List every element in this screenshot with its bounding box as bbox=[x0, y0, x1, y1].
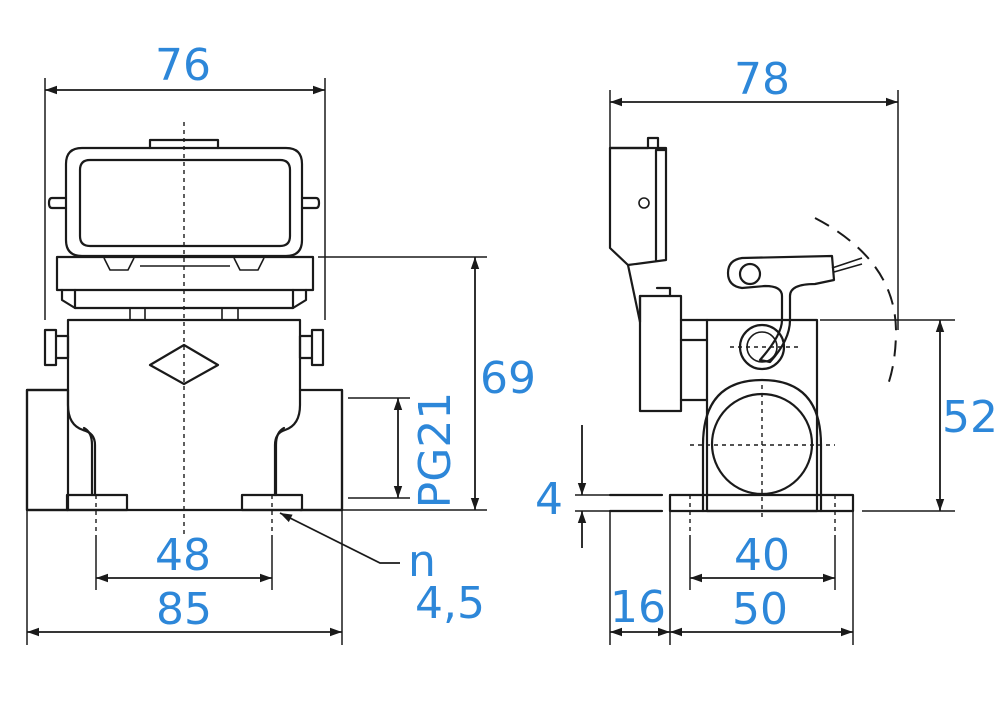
front-cover bbox=[64, 146, 304, 258]
front-diamond-mark bbox=[148, 343, 220, 386]
dim-76-label: 76 bbox=[155, 40, 211, 91]
dim-40-label: 40 bbox=[734, 530, 790, 581]
front-hood-frame bbox=[55, 255, 315, 292]
hole-leader-line bbox=[279, 512, 400, 564]
front-view bbox=[25, 78, 487, 645]
dim-78-label: 78 bbox=[734, 54, 790, 105]
dim-69-label: 69 bbox=[480, 353, 536, 404]
front-latch-right bbox=[310, 328, 325, 367]
front-latch-left bbox=[43, 328, 58, 367]
side-lever bbox=[726, 254, 836, 364]
dim-52-label: 52 bbox=[942, 392, 998, 443]
front-foot-left bbox=[65, 493, 129, 512]
side-view bbox=[575, 90, 955, 645]
side-hood bbox=[608, 146, 668, 267]
dim-pg21-label: PG21 bbox=[410, 392, 461, 509]
dim-85-label: 85 bbox=[156, 584, 212, 635]
hole-diameter-label: 4,5 bbox=[415, 578, 485, 629]
hole-count-label: n bbox=[408, 536, 436, 587]
side-swing-arc bbox=[814, 217, 898, 391]
side-housing bbox=[705, 318, 819, 513]
dim-4-label: 4 bbox=[535, 474, 563, 525]
dim-16-label: 16 bbox=[610, 582, 666, 633]
dim-50-label: 50 bbox=[732, 584, 788, 635]
dim-48-label: 48 bbox=[155, 530, 211, 581]
